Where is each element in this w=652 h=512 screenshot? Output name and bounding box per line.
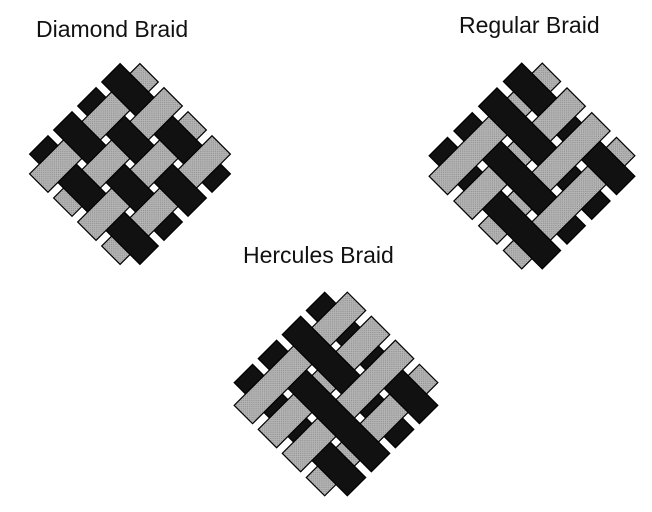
diamond-braid-label: Diamond Braid: [36, 18, 188, 41]
regular-braid-label: Regular Braid: [459, 14, 600, 37]
hercules-braid-diagram: [212, 276, 462, 512]
diamond-braid-diagram: [10, 46, 260, 286]
regular-braid-diagram: [420, 46, 650, 286]
hercules-braid-label: Hercules Braid: [243, 244, 394, 267]
